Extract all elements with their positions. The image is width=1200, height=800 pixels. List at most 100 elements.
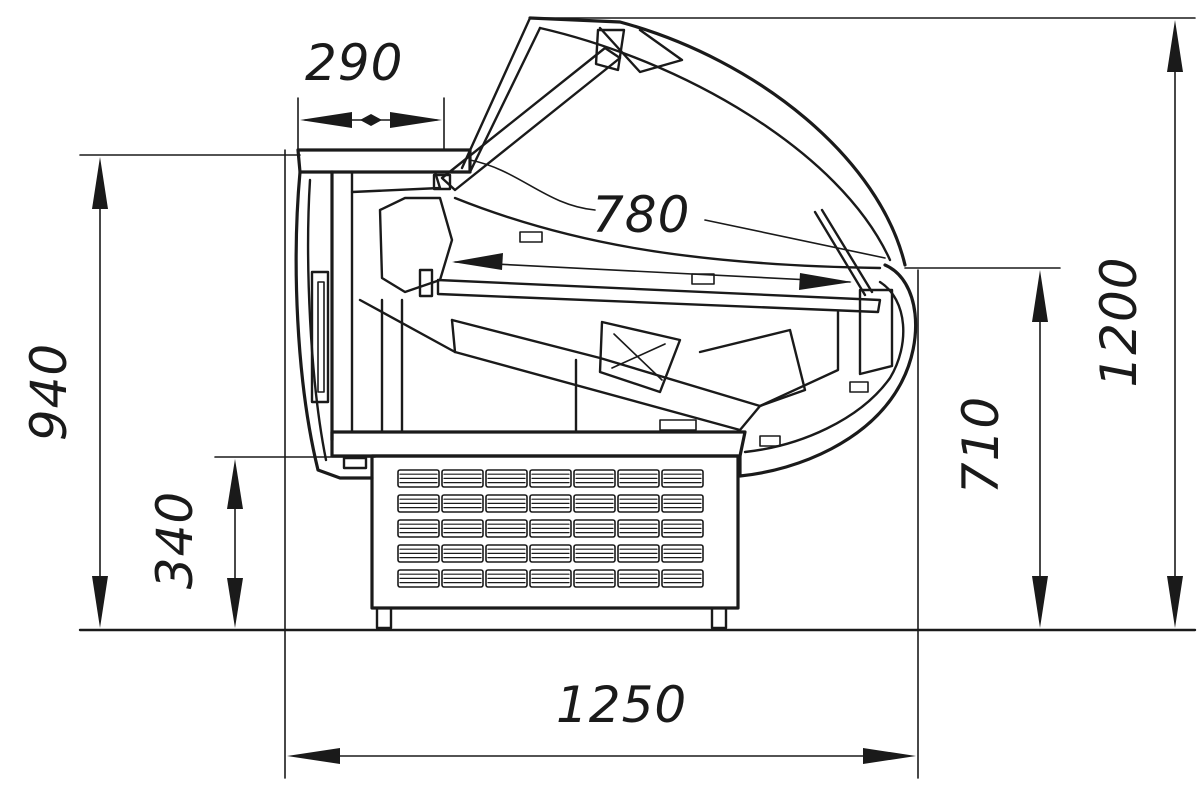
rear-cover-inner bbox=[743, 280, 905, 454]
dimension-labels: 290 780 1250 940 340 710 1200 bbox=[20, 34, 1148, 734]
vent-slot bbox=[573, 469, 616, 488]
front-shell-inner bbox=[306, 178, 328, 462]
vent-slot bbox=[397, 544, 440, 563]
vent-slot bbox=[529, 544, 572, 563]
vent-slot bbox=[485, 569, 528, 588]
label-290: 290 bbox=[305, 34, 403, 92]
compressor-unit bbox=[370, 454, 740, 610]
vent-slot bbox=[661, 569, 704, 588]
lower-tray bbox=[358, 298, 762, 432]
vent-slot bbox=[441, 469, 484, 488]
leader-780-right bbox=[704, 219, 886, 259]
arrow-1200-top bbox=[1167, 20, 1183, 72]
leader-780-left bbox=[469, 159, 596, 211]
vent-slot bbox=[441, 519, 484, 538]
top-frame bbox=[350, 170, 442, 194]
arrow-940-bottom bbox=[92, 576, 108, 628]
vent-slot bbox=[485, 544, 528, 563]
evaporator-box bbox=[598, 320, 682, 394]
dim-line-780 bbox=[454, 261, 851, 283]
vent-slot bbox=[617, 469, 660, 488]
vent-slot bbox=[573, 519, 616, 538]
evaporator-cross-b bbox=[611, 343, 666, 369]
base-tag bbox=[342, 456, 368, 470]
vent-slot bbox=[617, 494, 660, 513]
arm-pivot bbox=[594, 28, 626, 72]
arrow-290-mid-a bbox=[360, 114, 371, 126]
vent-slot bbox=[485, 519, 528, 538]
vent-slot bbox=[441, 569, 484, 588]
vent-slot bbox=[529, 569, 572, 588]
label-1200: 1200 bbox=[1090, 256, 1148, 387]
arrow-780-right bbox=[799, 273, 852, 290]
rear-panel bbox=[858, 288, 894, 376]
rear-wire-b bbox=[820, 208, 874, 294]
front-handle-inner bbox=[317, 281, 325, 393]
vent-slot bbox=[397, 569, 440, 588]
vent-slot bbox=[397, 469, 440, 488]
left-bracket bbox=[378, 196, 454, 294]
arrow-1250-left bbox=[287, 748, 340, 764]
vent-slot bbox=[397, 519, 440, 538]
vent-slot bbox=[441, 494, 484, 513]
arrow-710-bottom bbox=[1032, 576, 1048, 628]
glass-clip-b bbox=[691, 273, 715, 285]
arrow-290-left bbox=[300, 112, 352, 128]
inner-glass-line bbox=[453, 196, 882, 270]
display-case-body bbox=[294, 16, 918, 630]
arrow-340-bottom bbox=[227, 578, 243, 628]
vent-slot bbox=[661, 519, 704, 538]
arrow-780-left bbox=[452, 253, 503, 270]
rear-duct-back bbox=[758, 310, 840, 408]
rear-clip-a bbox=[759, 435, 781, 447]
vent-slot bbox=[661, 469, 704, 488]
arrow-1200-bottom bbox=[1167, 576, 1183, 628]
lower-tray-edge bbox=[450, 318, 457, 354]
canopy-front-edge bbox=[460, 16, 532, 170]
left-bracket-clip bbox=[418, 268, 434, 298]
rear-cover-outer bbox=[738, 263, 918, 478]
vent-slot bbox=[617, 569, 660, 588]
vent-slot bbox=[441, 544, 484, 563]
canopy-front-inner bbox=[468, 26, 542, 174]
foot-right bbox=[710, 606, 728, 630]
base-platform bbox=[330, 430, 747, 458]
vent-slot bbox=[485, 494, 528, 513]
arrow-940-top bbox=[92, 157, 108, 209]
label-1250: 1250 bbox=[556, 676, 687, 734]
vent-slot bbox=[573, 494, 616, 513]
top-cover bbox=[296, 148, 472, 174]
front-handle bbox=[310, 270, 330, 404]
vent-slot bbox=[661, 494, 704, 513]
vent-slot bbox=[617, 519, 660, 538]
arrow-1250-right bbox=[863, 748, 916, 764]
vent-slot bbox=[617, 544, 660, 563]
rear-wire-a bbox=[813, 210, 867, 297]
label-710: 710 bbox=[952, 396, 1010, 494]
vent-slot bbox=[529, 519, 572, 538]
label-780: 780 bbox=[592, 186, 690, 244]
arrow-340-top bbox=[227, 459, 243, 509]
front-shell bbox=[294, 170, 374, 480]
vent-slot bbox=[661, 544, 704, 563]
hinge bbox=[432, 173, 452, 191]
label-940: 940 bbox=[20, 343, 78, 441]
display-shelf bbox=[436, 278, 882, 314]
vent-slot bbox=[485, 469, 528, 488]
foot-left bbox=[375, 606, 393, 630]
rear-duct bbox=[698, 328, 807, 408]
label-340: 340 bbox=[146, 491, 204, 589]
glass-clip-a bbox=[519, 231, 543, 243]
vent-grille bbox=[397, 469, 704, 588]
arrow-290-mid-b bbox=[371, 114, 382, 126]
vent-slot bbox=[529, 494, 572, 513]
arrow-710-top bbox=[1032, 270, 1048, 322]
vent-slot bbox=[573, 544, 616, 563]
vent-slot bbox=[573, 569, 616, 588]
vent-slot bbox=[397, 494, 440, 513]
glass-canopy-outer bbox=[528, 16, 907, 267]
arrow-290-right bbox=[390, 112, 442, 128]
rear-clip-b bbox=[849, 381, 869, 393]
dimension-lines bbox=[78, 17, 1197, 779]
